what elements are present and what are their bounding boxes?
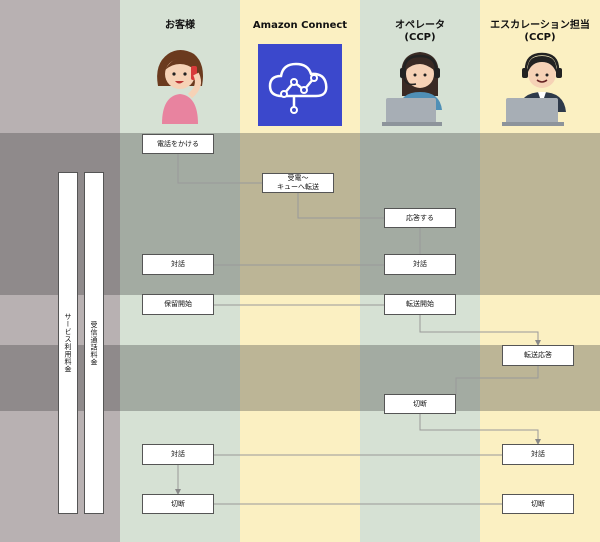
lane-header-escalation: エスカレーション担当 (CCP) [490, 20, 590, 43]
customer-on-phone-icon [157, 50, 203, 124]
connector-transfer-answer-to-disconnect [455, 366, 539, 395]
step-transfer-start: 転送開始 [384, 294, 456, 315]
connector-call-to-receive [177, 153, 262, 184]
step-talk-escalation: 対話 [502, 444, 574, 465]
service-fee-bar: サービス利用料金 [58, 172, 78, 514]
lane-header-operator: オペレータ (CCP) [395, 20, 445, 43]
service-fee-label: サービス利用料金 [64, 313, 72, 373]
lane-header-amazon-connect: Amazon Connect [252, 20, 348, 31]
connector-receive-to-answer [297, 193, 384, 219]
reception-fee-bar: 受信通話料金 [84, 172, 104, 514]
step-hold-start: 保留開始 [142, 294, 214, 315]
step-answer: 応答する [384, 208, 456, 228]
step-call: 電話をかける [142, 134, 214, 154]
step-talk-customer-2: 対話 [142, 444, 214, 465]
connector-disconnect-to-escalation [419, 414, 541, 445]
reception-fee-label: 受信通話料金 [90, 320, 98, 366]
step-disconnect-operator: 切断 [384, 394, 456, 414]
step-talk-customer-1: 対話 [142, 254, 214, 275]
step-transfer-answer: 転送応答 [502, 345, 574, 366]
connector-transfer-start-to-answer [419, 315, 541, 346]
lane-header-customer: お客様 [165, 20, 195, 31]
step-talk-operator-1: 対話 [384, 254, 456, 275]
step-disconnect-escalation: 切断 [502, 494, 574, 514]
escalation-staff-headset-icon [502, 52, 566, 126]
step-receive-to-queue: 受電〜 キューへ転送 [262, 173, 334, 193]
operator-headset-icon [382, 52, 442, 126]
amazon-connect-logo-icon [258, 44, 342, 126]
step-disconnect-customer: 切断 [142, 494, 214, 514]
